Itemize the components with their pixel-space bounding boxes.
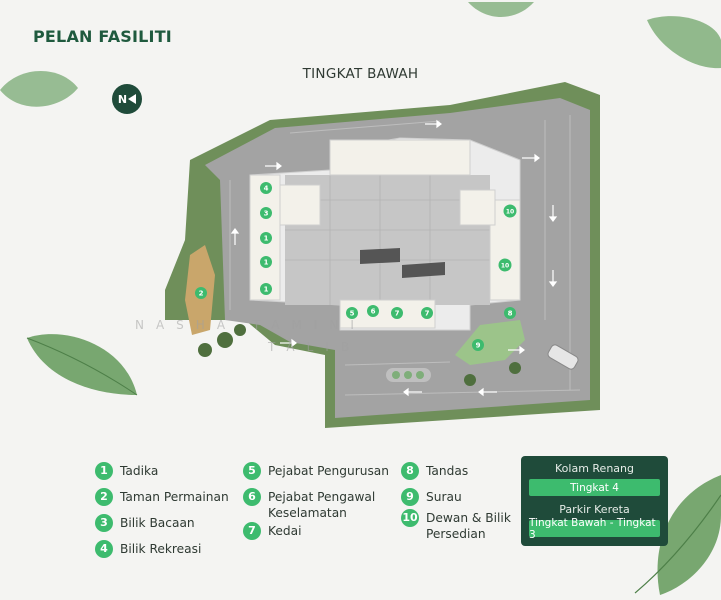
watermark: TALIB bbox=[268, 340, 362, 354]
legend-number: 2 bbox=[95, 488, 113, 506]
legend-label: Tadika bbox=[120, 464, 159, 478]
legend-number: 6 bbox=[243, 488, 261, 506]
map-marker: 10 bbox=[506, 209, 514, 216]
legend-item: 4 Bilik Rekreasi bbox=[95, 540, 202, 558]
legend-label: Taman Permainan bbox=[120, 490, 229, 504]
legend-label: Kedai bbox=[268, 524, 302, 538]
parking-label: Parkir Kereta bbox=[559, 503, 630, 516]
map-marker: 5 bbox=[350, 310, 355, 318]
legend-number: 5 bbox=[243, 462, 261, 480]
legend-label: Tandas bbox=[426, 464, 469, 478]
legend-item: 10 Dewan & Bilik Persedian bbox=[401, 509, 511, 542]
legend-number: 8 bbox=[401, 462, 419, 480]
map-marker: 1 bbox=[264, 235, 269, 243]
pool-label: Kolam Renang bbox=[555, 462, 634, 475]
leaf-decoration-icon bbox=[0, 70, 78, 107]
map-marker: 9 bbox=[476, 342, 481, 350]
legend-label: Bilik Rekreasi bbox=[120, 542, 202, 556]
legend-item: 1 Tadika bbox=[95, 462, 159, 480]
floor-label: TINGKAT BAWAH bbox=[302, 66, 419, 82]
legend-label: Pejabat Pengawal Keselamatan bbox=[268, 490, 376, 520]
watermark: NASHA TAMINI bbox=[135, 318, 366, 332]
pool-value: Tingkat 4 bbox=[529, 479, 660, 496]
facility-info-box: Kolam Renang Tingkat 4 Parkir Kereta Tin… bbox=[521, 456, 668, 546]
leaf-decoration-icon bbox=[647, 16, 721, 69]
leaf-decoration-icon bbox=[468, 2, 534, 17]
map-marker: 6 bbox=[371, 308, 376, 316]
legend-label: Pejabat Pengurusan bbox=[268, 464, 389, 478]
legend-label: Dewan & Bilik Persedian bbox=[426, 511, 511, 541]
site-map: 1 1 1 2 3 4 5 6 7 7 8 9 10 10 bbox=[165, 82, 600, 428]
map-marker: 7 bbox=[425, 310, 430, 318]
legend-number: 1 bbox=[95, 462, 113, 480]
legend-number: 10 bbox=[401, 509, 419, 527]
legend-number: 9 bbox=[401, 488, 419, 506]
legend-item: 3 Bilik Bacaan bbox=[95, 514, 195, 532]
legend-item: 9 Surau bbox=[401, 488, 462, 506]
map-marker: 1 bbox=[264, 286, 269, 294]
legend-label: Bilik Bacaan bbox=[120, 516, 195, 530]
legend-item: 2 Taman Permainan bbox=[95, 488, 229, 506]
parking-value: Tingkat Bawah - Tingkat 3 bbox=[529, 517, 660, 541]
car-icon bbox=[547, 344, 579, 370]
legend-item: 8 Tandas bbox=[401, 462, 469, 480]
legend-number: 7 bbox=[243, 522, 261, 540]
legend-label: Surau bbox=[426, 490, 462, 504]
map-marker: 2 bbox=[199, 290, 204, 298]
map-marker: 4 bbox=[264, 185, 269, 193]
map-marker: 8 bbox=[508, 310, 513, 318]
leaf-decoration-icon bbox=[634, 475, 721, 595]
compass-north-icon: N bbox=[112, 84, 142, 114]
page-title: PELAN FASILITI bbox=[33, 27, 172, 46]
legend-number: 4 bbox=[95, 540, 113, 558]
legend-item: 6 Pejabat Pengawal Keselamatan bbox=[243, 488, 376, 521]
legend-item: 5 Pejabat Pengurusan bbox=[243, 462, 389, 480]
legend-item: 7 Kedai bbox=[243, 522, 302, 540]
map-marker: 10 bbox=[501, 263, 509, 270]
map-marker: 1 bbox=[264, 259, 269, 267]
arrow-icon bbox=[230, 119, 558, 397]
legend-number: 3 bbox=[95, 514, 113, 532]
leaf-decoration-icon bbox=[26, 334, 138, 396]
map-marker: 7 bbox=[395, 310, 400, 318]
map-marker: 3 bbox=[264, 210, 269, 218]
north-label: N bbox=[117, 92, 128, 106]
